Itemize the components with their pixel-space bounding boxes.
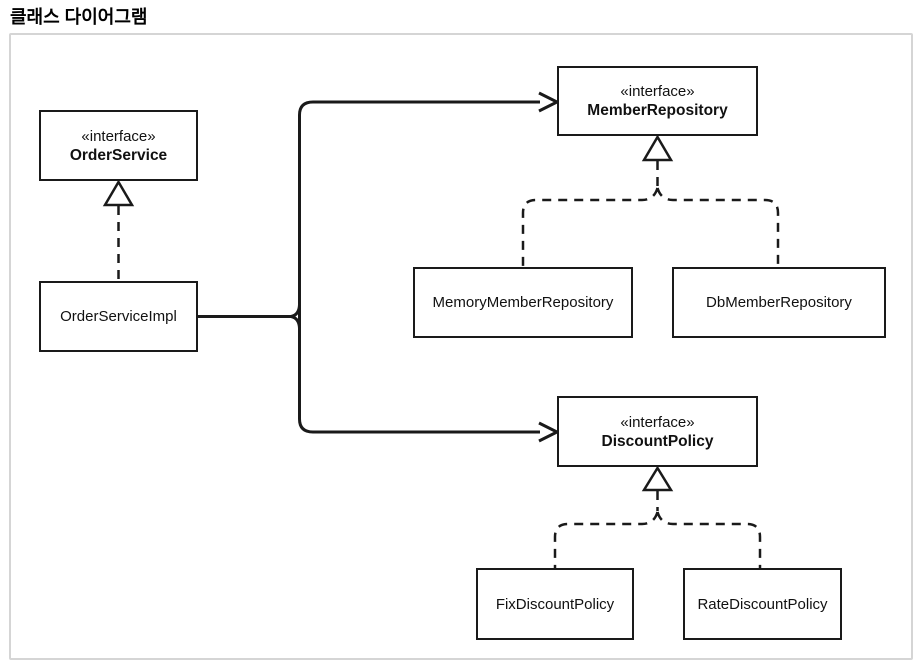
hollow-triangle-icon xyxy=(102,179,135,207)
class-name: OrderServiceImpl xyxy=(60,308,177,325)
page-title: 클래스 다이어그램 xyxy=(10,7,148,27)
realization-discount-policy xyxy=(553,465,762,568)
class-name: MemberRepository xyxy=(587,102,728,119)
stereotype-label: «interface» xyxy=(81,127,156,145)
stereotype-label: «interface» xyxy=(620,83,695,100)
open-arrowhead-icon xyxy=(538,91,561,113)
class-box-db-member-repository: DbMemberRepository xyxy=(672,267,886,338)
class-name: OrderService xyxy=(69,146,168,164)
open-arrowhead-icon xyxy=(538,421,561,443)
hollow-triangle-icon xyxy=(641,465,674,492)
realization-order-service xyxy=(102,179,135,281)
dependency-branch-to-member-repository xyxy=(298,100,540,116)
realization-dashed-branch-fix xyxy=(553,511,659,568)
class-box-rate-discount-policy: RateDiscountPolicy xyxy=(683,568,842,640)
dependency-branch-to-discount-policy xyxy=(298,418,540,434)
class-name: RateDiscountPolicy xyxy=(697,595,828,613)
class-name: MemoryMemberRepository xyxy=(432,294,614,311)
dependency-junction-flare-down xyxy=(290,315,301,329)
realization-member-repository xyxy=(521,134,780,267)
class-box-discount-policy: «interface» DiscountPolicy xyxy=(557,396,758,467)
class-box-fix-discount-policy: FixDiscountPolicy xyxy=(476,568,634,640)
realization-dashed-branch-db xyxy=(656,187,780,267)
class-name: DiscountPolicy xyxy=(601,432,714,450)
stereotype-label: «interface» xyxy=(620,413,695,431)
class-name: FixDiscountPolicy xyxy=(495,595,615,613)
class-name: DbMemberRepository xyxy=(706,294,852,311)
hollow-triangle-icon xyxy=(641,134,674,162)
class-box-memory-member-repository: MemoryMemberRepository xyxy=(413,267,633,338)
realization-dashed-branch-rate xyxy=(656,511,762,568)
class-box-order-service-impl: OrderServiceImpl xyxy=(39,281,198,352)
realization-dashed-branch-memory xyxy=(521,187,659,267)
class-box-member-repository: «interface» MemberRepository xyxy=(557,66,758,136)
class-box-order-service: «interface» OrderService xyxy=(39,110,198,181)
